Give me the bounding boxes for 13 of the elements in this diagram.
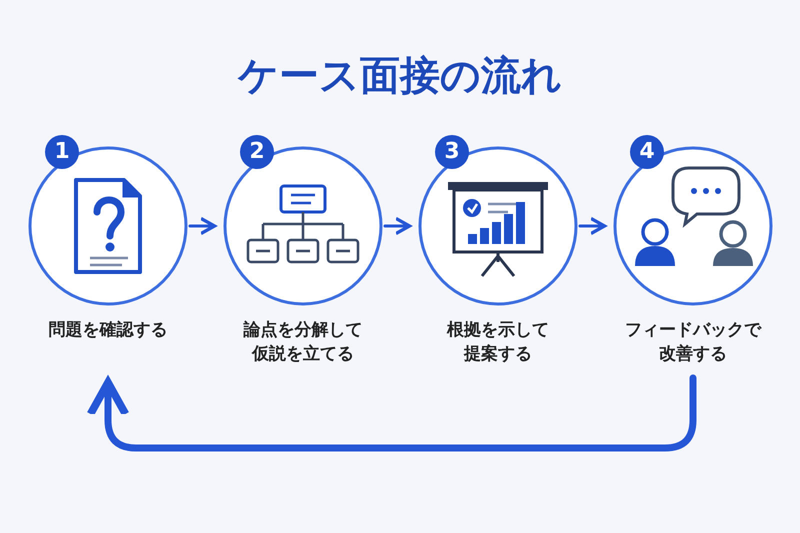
- step-caption: 問題を確認する: [48, 319, 168, 342]
- step-caption: フィードバックで改善する: [624, 319, 763, 366]
- step-caption: 論点を分解して仮説を立てる: [242, 319, 364, 366]
- number-badge: 1: [45, 135, 79, 169]
- arrow: [188, 216, 216, 236]
- arrow: [86, 374, 696, 452]
- number-badge: 3: [435, 135, 469, 169]
- number-badge: 4: [630, 135, 664, 169]
- title: ケース面接の流れ: [236, 52, 563, 101]
- step-caption: 根拠を示して提案する: [446, 319, 550, 366]
- arrow: [384, 216, 412, 236]
- arrow: [578, 216, 606, 236]
- number-badge: 2: [240, 135, 274, 169]
